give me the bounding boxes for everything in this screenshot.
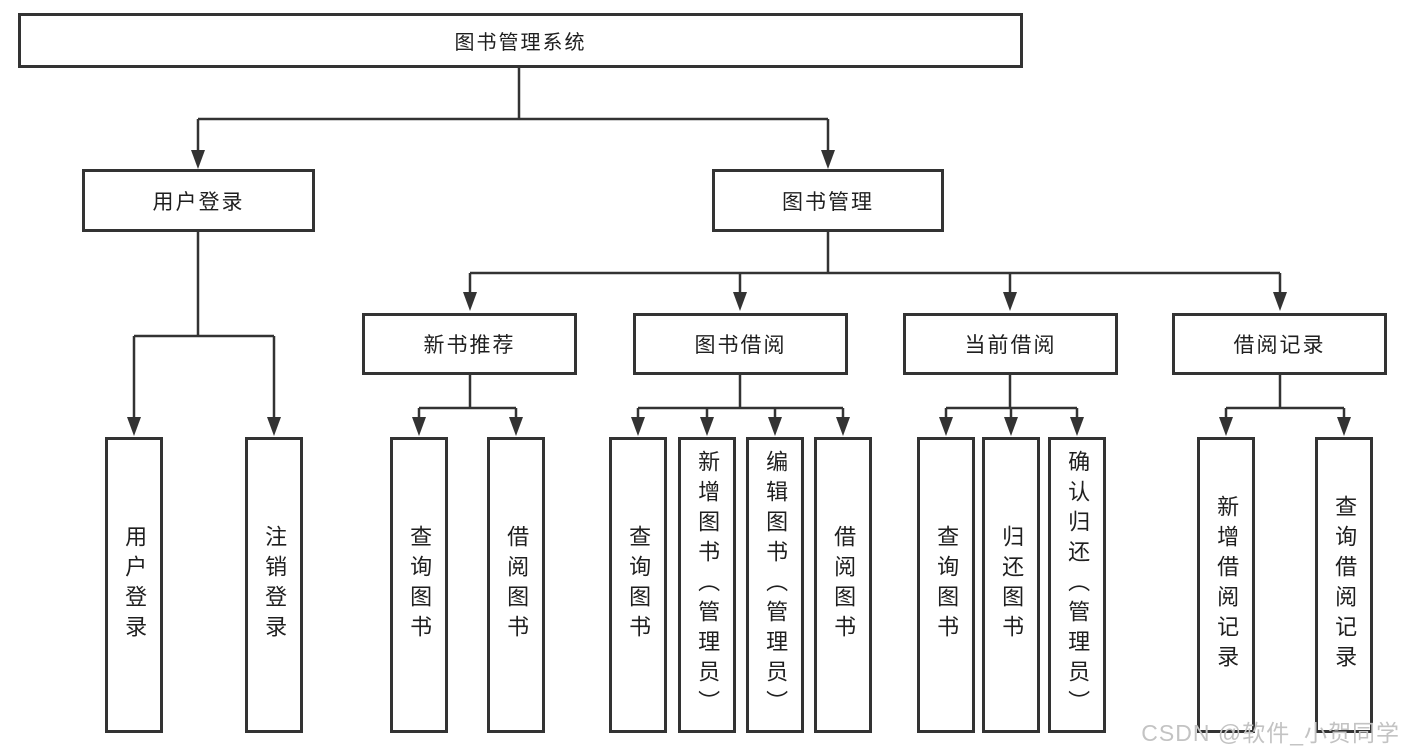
leaf-logout: 注销登录 — [245, 437, 303, 733]
arrowhead-cb-query — [939, 417, 953, 436]
leaf-cb-query-book: 查询图书 — [917, 437, 975, 733]
connector-user-login-to-leaves — [132, 232, 276, 419]
leaf-br-add-record-label: 新增借阅记录 — [1214, 495, 1240, 675]
node-new-book: 新书推荐 — [362, 313, 577, 375]
leaf-bb-borrow-book: 借阅图书 — [814, 437, 872, 733]
arrowhead-cb-return — [1004, 417, 1018, 436]
arrowhead-book-borrow — [733, 292, 747, 311]
leaf-bb-add-book-admin-label: 新增图书（管理员） — [695, 450, 721, 720]
arrowhead-nb-query — [412, 417, 426, 436]
leaf-user-login: 用户登录 — [105, 437, 163, 733]
arrowhead-bb-borrow — [836, 417, 850, 436]
arrowhead-borrow-record — [1273, 292, 1287, 311]
leaf-nb-query-book: 查询图书 — [390, 437, 448, 733]
leaf-cb-return-book: 归还图书 — [982, 437, 1040, 733]
leaf-br-add-record: 新增借阅记录 — [1197, 437, 1255, 733]
arrowhead-new-book — [463, 292, 477, 311]
arrowhead-user-login-leaf — [127, 417, 141, 436]
connector-book-borrow-to-leaves — [636, 375, 845, 419]
leaf-br-query-record-label: 查询借阅记录 — [1332, 495, 1358, 675]
arrowhead-cb-confirm — [1070, 417, 1084, 436]
arrowhead-logout-leaf — [267, 417, 281, 436]
leaf-cb-return-book-label: 归还图书 — [999, 525, 1025, 645]
node-user-login-group-label: 用户登录 — [152, 190, 245, 214]
leaf-nb-query-book-label: 查询图书 — [407, 525, 433, 645]
node-new-book-label: 新书推荐 — [423, 334, 516, 357]
arrowhead-br-add — [1219, 417, 1233, 436]
arrowhead-bb-edit — [768, 417, 782, 436]
leaf-nb-borrow-book-label: 借阅图书 — [504, 525, 530, 645]
node-root: 图书管理系统 — [18, 13, 1023, 68]
node-book-borrow-label: 图书借阅 — [694, 334, 787, 357]
node-book-borrow: 图书借阅 — [633, 313, 848, 375]
leaf-bb-edit-book-admin: 编辑图书（管理员） — [746, 437, 804, 733]
leaf-bb-add-book-admin: 新增图书（管理员） — [678, 437, 736, 733]
connector-new-book-to-leaves — [417, 375, 518, 419]
node-book-mgmt-label: 图书管理 — [782, 190, 874, 214]
arrowhead-bb-add — [700, 417, 714, 436]
node-borrow-record-label: 借阅记录 — [1233, 334, 1326, 357]
node-user-login-group: 用户登录 — [82, 169, 315, 232]
arrowhead-user-login-branch — [191, 150, 205, 169]
arrowhead-current-borrow — [1003, 292, 1017, 311]
node-root-label: 图书管理系统 — [454, 32, 587, 54]
connector-current-borrow-to-leaves — [944, 375, 1079, 419]
node-book-mgmt: 图书管理 — [712, 169, 944, 232]
connector-root-to-level2 — [196, 68, 830, 152]
leaf-bb-borrow-book-label: 借阅图书 — [831, 525, 857, 645]
arrowhead-bb-query — [631, 417, 645, 436]
connector-borrow-record-to-leaves — [1224, 375, 1346, 419]
leaf-user-login-label: 用户登录 — [122, 525, 148, 645]
leaf-cb-confirm-return-admin: 确认归还（管理员） — [1048, 437, 1106, 733]
csdn-watermark: CSDN @软件_小贺同学 — [1141, 720, 1400, 746]
leaf-nb-borrow-book: 借阅图书 — [487, 437, 545, 733]
node-current-borrow-label: 当前借阅 — [964, 334, 1057, 357]
leaf-bb-edit-book-admin-label: 编辑图书（管理员） — [763, 450, 789, 720]
arrowhead-book-mgmt-branch — [821, 150, 835, 169]
node-current-borrow: 当前借阅 — [903, 313, 1118, 375]
leaf-cb-query-book-label: 查询图书 — [934, 525, 960, 645]
leaf-logout-label: 注销登录 — [262, 525, 288, 645]
leaf-cb-confirm-return-admin-label: 确认归还（管理员） — [1065, 450, 1091, 720]
leaf-bb-query-book: 查询图书 — [609, 437, 667, 733]
leaf-bb-query-book-label: 查询图书 — [626, 525, 652, 645]
arrowhead-nb-borrow — [509, 417, 523, 436]
node-borrow-record: 借阅记录 — [1172, 313, 1387, 375]
leaf-br-query-record: 查询借阅记录 — [1315, 437, 1373, 733]
arrowhead-br-query — [1337, 417, 1351, 436]
connector-book-mgmt-to-level3 — [468, 232, 1282, 295]
